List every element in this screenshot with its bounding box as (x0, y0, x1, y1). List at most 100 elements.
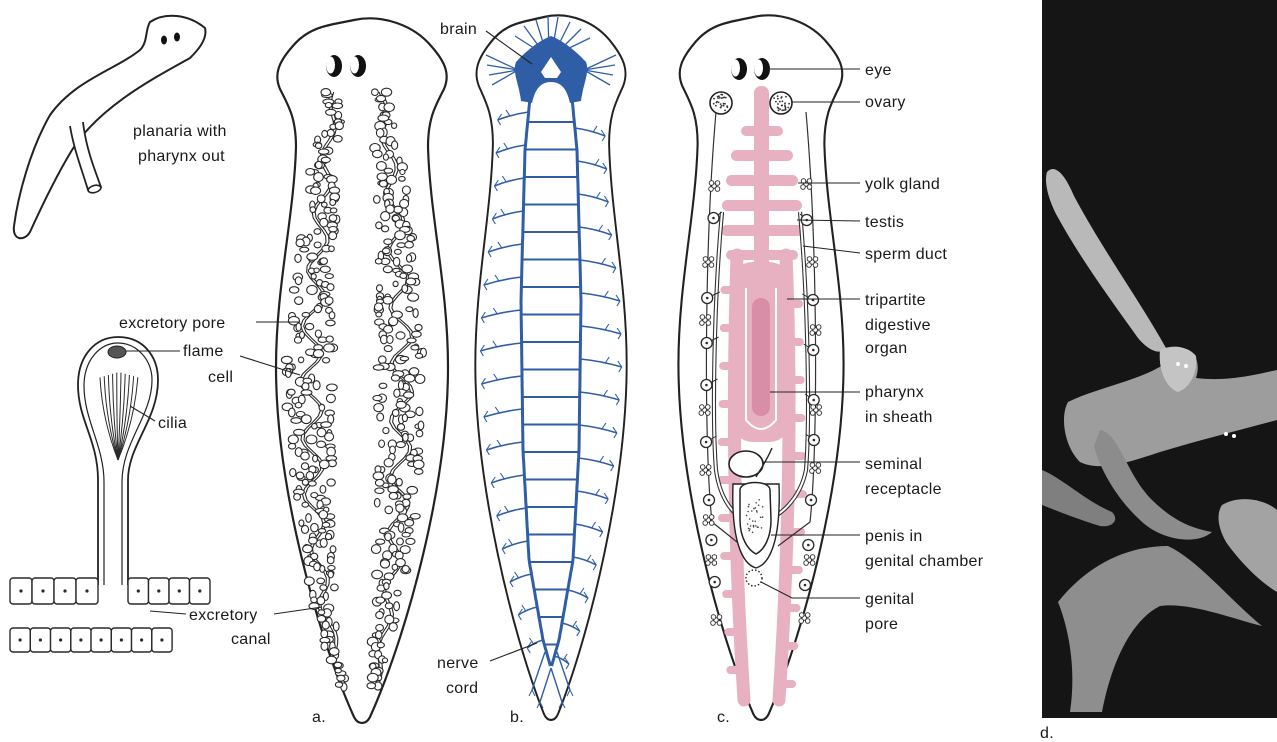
excretory-cell (321, 89, 331, 96)
excretory-cell (394, 602, 400, 611)
digestive-branch (721, 225, 803, 236)
ovary-stipple (716, 101, 718, 103)
testis-center (712, 217, 715, 220)
excretory-cell (382, 658, 387, 663)
excretory-cell (327, 384, 338, 391)
ovary-label: ovary (865, 94, 906, 111)
ovary-stipple (778, 107, 780, 109)
excretory-cell (384, 459, 393, 467)
excretory-cell (416, 430, 423, 437)
excretory-cell (396, 332, 405, 339)
yolk-gland-lobe (816, 469, 821, 474)
yolk-gland-lobe (810, 325, 815, 330)
excretory-cell (400, 356, 408, 360)
excretory-cell (320, 485, 326, 493)
yolk-gland-lobe (817, 405, 822, 410)
yolk-gland-lobe (805, 613, 810, 618)
diverticulum (724, 628, 740, 636)
yolk-gland-lobe (816, 325, 821, 330)
penis-stipple-dot (749, 530, 751, 532)
excretory-cell (326, 109, 336, 115)
excretory-cell (322, 621, 329, 629)
yolk-gland-lobe (700, 315, 705, 320)
excretory-cell (412, 331, 422, 337)
yolk-gland-lobe (709, 181, 714, 186)
excretory-cell (317, 441, 326, 447)
testis-center (708, 499, 711, 502)
testis-center (804, 584, 807, 587)
yolk-gland-lobe (712, 561, 717, 566)
excretory-cell (325, 534, 331, 540)
ovary-stipple (785, 96, 787, 98)
ovary-stipple (777, 98, 779, 100)
seminal-receptacle-label-line2: receptacle (865, 481, 942, 498)
pharynx (752, 298, 770, 416)
excretory-cell (325, 103, 332, 108)
excretory-cell (373, 396, 382, 401)
excretory-cell (392, 141, 398, 150)
digestive-organ-label-line2: digestive (865, 317, 931, 334)
excretory-cell (319, 511, 328, 519)
excretory-cell (384, 346, 392, 352)
testis-label: testis (865, 214, 904, 231)
excretory-cell (407, 486, 418, 494)
excretory-cell (328, 571, 333, 578)
excretory-cell (402, 265, 413, 273)
excretory-cell (387, 175, 397, 184)
excretory-cell (327, 479, 335, 486)
excretory-cell (402, 532, 410, 537)
excretory-cell (288, 389, 296, 395)
excretory-cell (377, 643, 384, 648)
genital-pore-label-line2: pore (865, 616, 898, 633)
excretory-cell (302, 383, 309, 390)
penis-stipple-dot (749, 518, 751, 520)
diverticulum (720, 286, 736, 294)
yolk-gland-lobe (709, 257, 714, 262)
yolk-gland-lobe (805, 619, 810, 624)
excretory-cell (295, 277, 301, 285)
excretory-cell (393, 257, 399, 266)
excretory-cell (329, 232, 337, 240)
excretory-cell (301, 525, 308, 533)
excretory-cell (382, 226, 389, 232)
cell-nucleus (41, 589, 44, 592)
ovary-stipple (773, 97, 775, 99)
excretory-cell (311, 187, 321, 194)
ovary-stipple (721, 97, 723, 99)
excretory-cell (400, 273, 407, 278)
excretory-cell (333, 136, 342, 143)
excretory-cell (375, 488, 384, 494)
excretory-cell (387, 336, 393, 344)
inset-eye-right (174, 33, 180, 42)
ovary-stipple (787, 107, 789, 109)
excretory-cell (406, 278, 416, 285)
excretory-cell (408, 293, 419, 301)
cell-nucleus (59, 638, 62, 641)
cell-nucleus (178, 589, 181, 592)
excretory-cell (373, 150, 383, 157)
flame-cell-label-line2: cell (208, 369, 233, 386)
testis-center (705, 441, 708, 444)
excretory-cell (320, 460, 330, 469)
excretory-cell (398, 523, 404, 532)
yolk-gland-lobe (804, 555, 809, 560)
penis-stipple-dot (755, 502, 757, 504)
excretory-cell (290, 469, 296, 477)
excretory-cell (322, 522, 330, 527)
excretory-cell (385, 603, 393, 609)
penis-stipple-dot (746, 515, 748, 517)
inset-label-line1: planaria with (133, 123, 227, 140)
excretory-cell (367, 683, 376, 689)
testis-center (710, 539, 713, 542)
yolk-gland-lobe (811, 405, 816, 410)
yolk-gland-lobe (810, 463, 815, 468)
excretory-cell (318, 610, 325, 615)
cell-nucleus (157, 589, 160, 592)
excretory-cell (301, 415, 311, 424)
excretory-cell (405, 520, 414, 527)
yolk-gland-lobe (703, 263, 708, 268)
penis-stipple-dot (751, 510, 753, 512)
yolk-gland-lobe (807, 257, 812, 262)
excretory-cell (337, 675, 345, 681)
excretory-cell (291, 418, 301, 424)
